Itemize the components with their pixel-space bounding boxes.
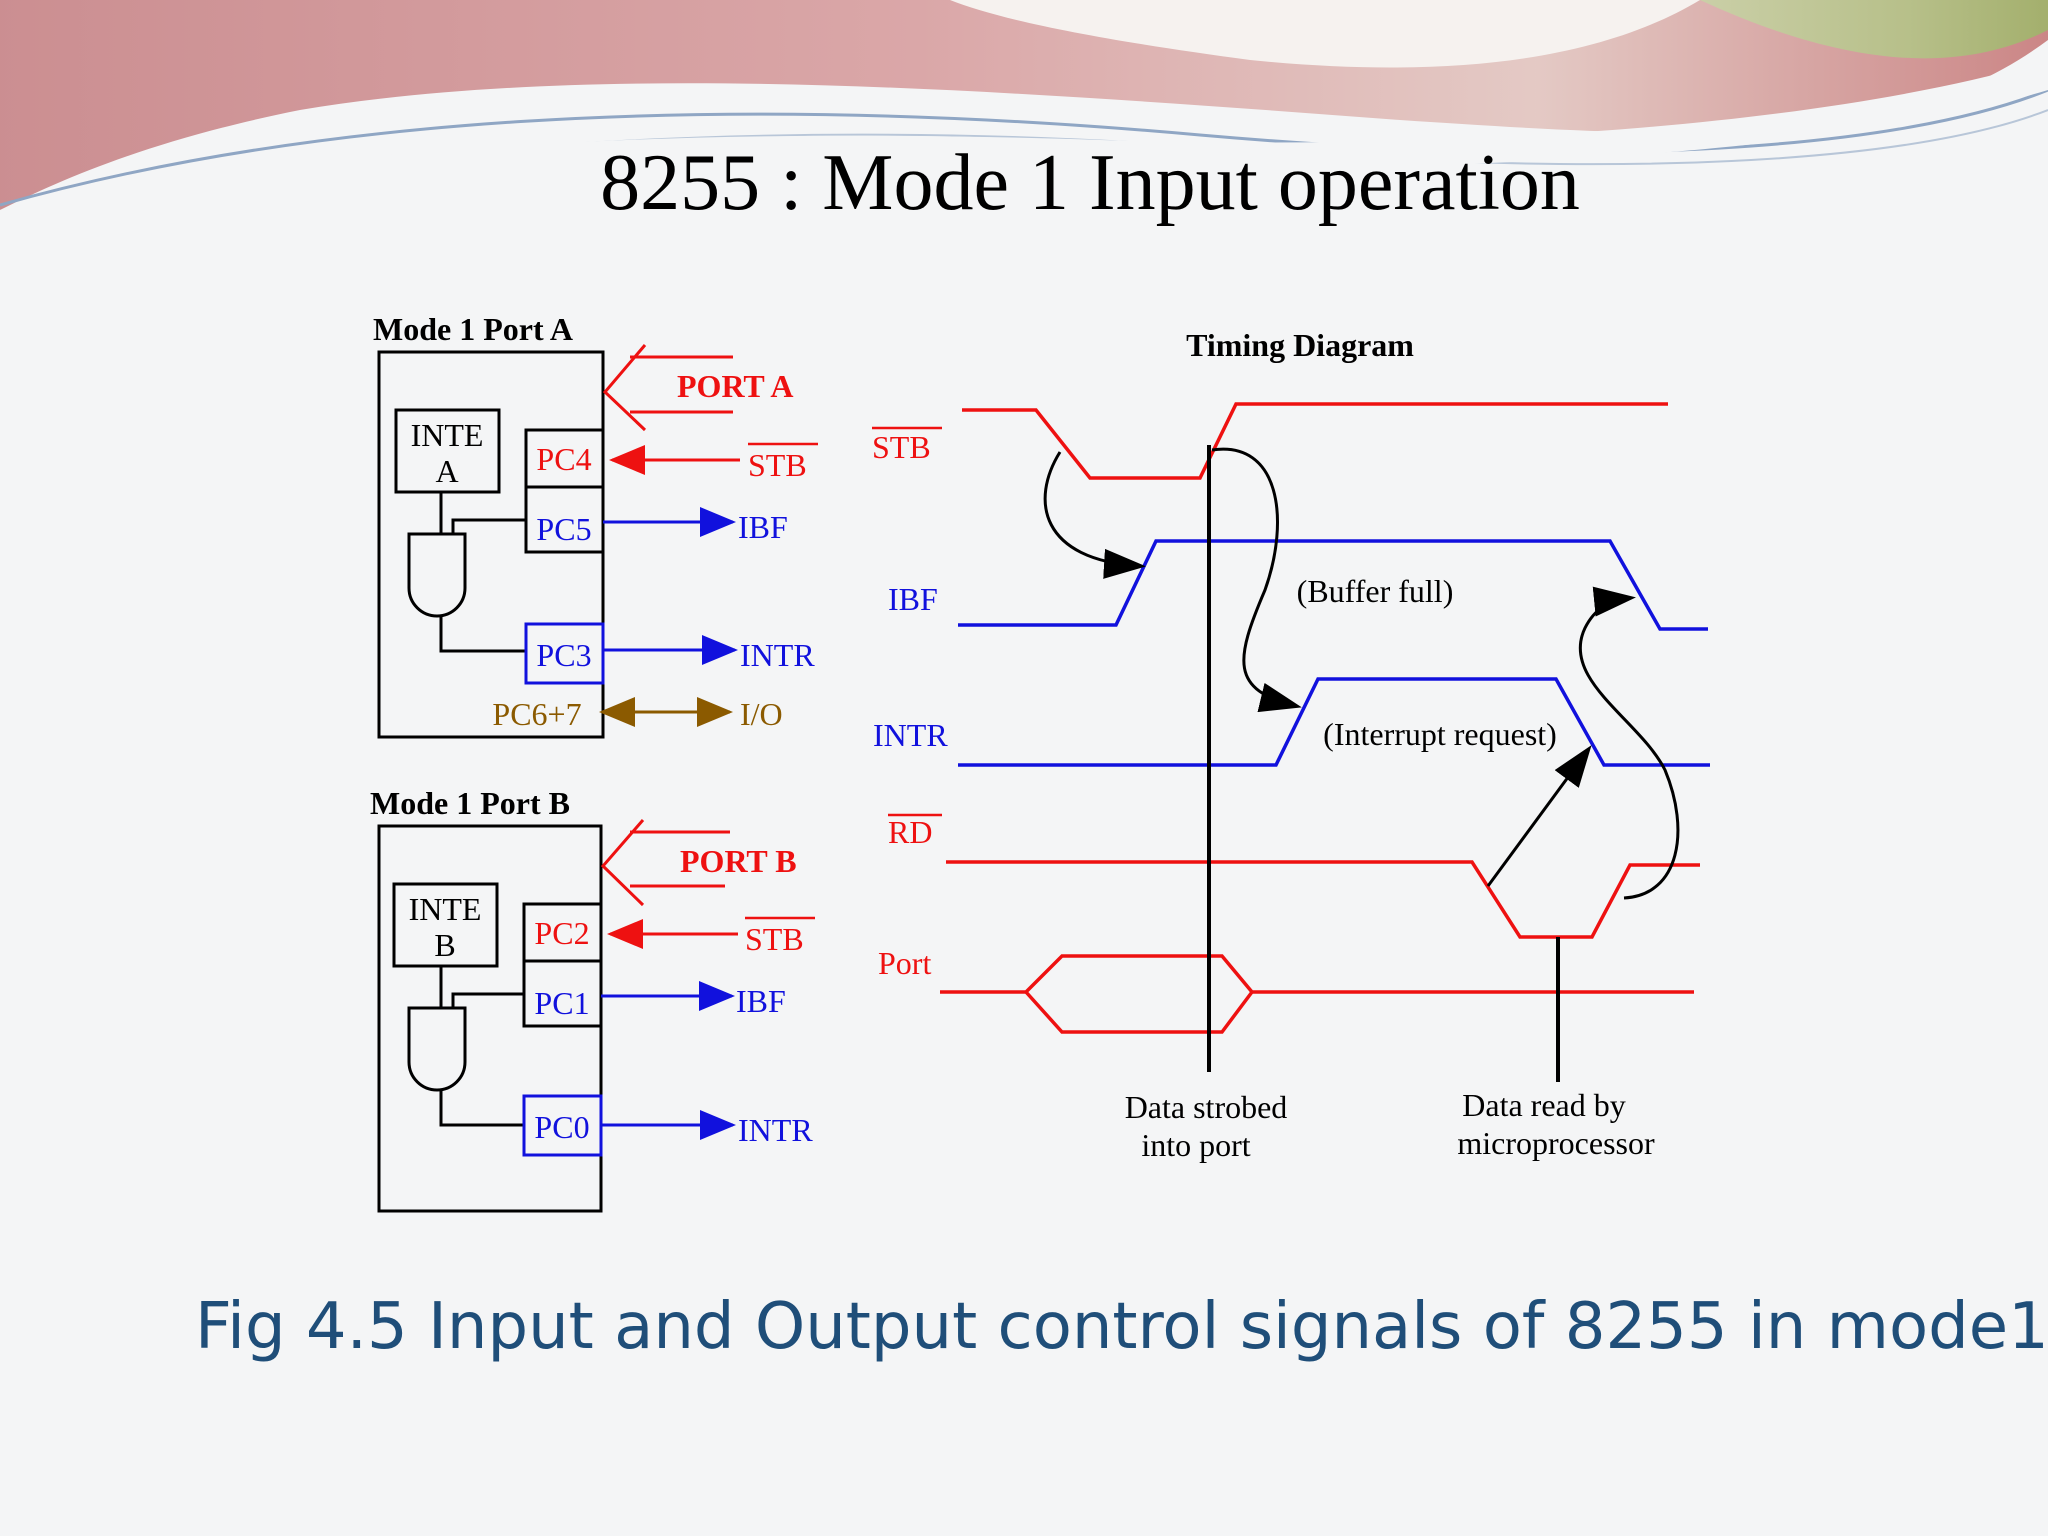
pin-pc6-7: PC6+7 <box>492 696 581 732</box>
inte-a-sub: A <box>435 453 458 489</box>
port-a-pin-box <box>524 428 605 554</box>
pin-pc5: PC5 <box>536 511 591 547</box>
pin-pc4: PC4 <box>536 441 591 477</box>
and-gate-a <box>407 532 467 618</box>
inte-b-label: INTE <box>409 891 482 927</box>
port-a-label: PORT A <box>677 368 794 404</box>
timing-label-rd: RD <box>888 814 932 850</box>
read-note-line2: microprocessor <box>1457 1125 1655 1161</box>
interrupt-request-note: (Interrupt request) <box>1323 716 1557 752</box>
timing-diagram: Timing Diagram STB IBF INTR RD Port (Buf… <box>872 327 1710 1163</box>
stb-waveform <box>962 402 1668 480</box>
port-b-heading: Mode 1 Port B <box>370 785 570 821</box>
and-gate-b <box>407 1006 467 1092</box>
rd-to-ibf-arrow <box>1578 586 1680 900</box>
slide-title: 8255 : Mode 1 Input operation <box>600 139 1580 227</box>
port-b-label: PORT B <box>680 843 797 879</box>
timing-title: Timing Diagram <box>1186 327 1414 363</box>
strobe-note-line2: into port <box>1141 1127 1250 1163</box>
rd-to-intr-arrow <box>1486 745 1592 887</box>
inte-a-flipflop <box>394 408 501 494</box>
inte-b-flipflop <box>392 882 499 968</box>
pin-pc2: PC2 <box>534 915 589 951</box>
pin-pc3-box <box>524 622 605 685</box>
timing-label-ibf: IBF <box>888 581 938 617</box>
port-a-bus-arrow <box>602 344 733 432</box>
sig-intr-b: INTR <box>738 1112 813 1148</box>
timing-label-stb: STB <box>872 429 931 465</box>
sig-ibf-b: IBF <box>736 983 786 1019</box>
rd-waveform <box>946 860 1700 939</box>
sig-stb-a: STB <box>748 447 807 483</box>
port-b-block: Mode 1 Port B PORT B INTE B PC2 PC1 PC0 … <box>370 785 815 1213</box>
port-a-block: Mode 1 Port A PORT A INTE A PC4 PC5 PC3 … <box>373 311 818 739</box>
strobe-note-line1: Data strobed <box>1125 1089 1288 1125</box>
timing-label-port: Port <box>878 945 931 981</box>
pin-pc1: PC1 <box>534 985 589 1021</box>
sig-intr-a: INTR <box>740 637 815 673</box>
pin-pc3: PC3 <box>536 637 591 673</box>
sig-stb-b: STB <box>745 921 804 957</box>
port-data-waveform <box>940 954 1694 1034</box>
port-a-heading: Mode 1 Port A <box>373 311 573 347</box>
stb-to-intr-arrow <box>1211 447 1302 713</box>
intr-waveform <box>958 677 1710 767</box>
inte-a-label: INTE <box>411 417 484 453</box>
sig-ibf-a: IBF <box>738 509 788 545</box>
port-b-pin-box <box>522 902 603 1028</box>
figure-caption: Fig 4.5 Input and Output control signals… <box>195 1290 2048 1364</box>
buffer-full-note: (Buffer full) <box>1297 573 1454 609</box>
ibf-waveform <box>958 539 1708 631</box>
inte-b-sub: B <box>434 927 455 963</box>
read-note-line1: Data read by <box>1462 1087 1625 1123</box>
port-b-bus-arrow <box>600 819 730 907</box>
pin-pc0: PC0 <box>534 1109 589 1145</box>
sig-io-a: I/O <box>740 696 783 732</box>
timing-label-intr: INTR <box>873 717 948 753</box>
stb-to-ibf-arrow <box>1043 451 1146 579</box>
